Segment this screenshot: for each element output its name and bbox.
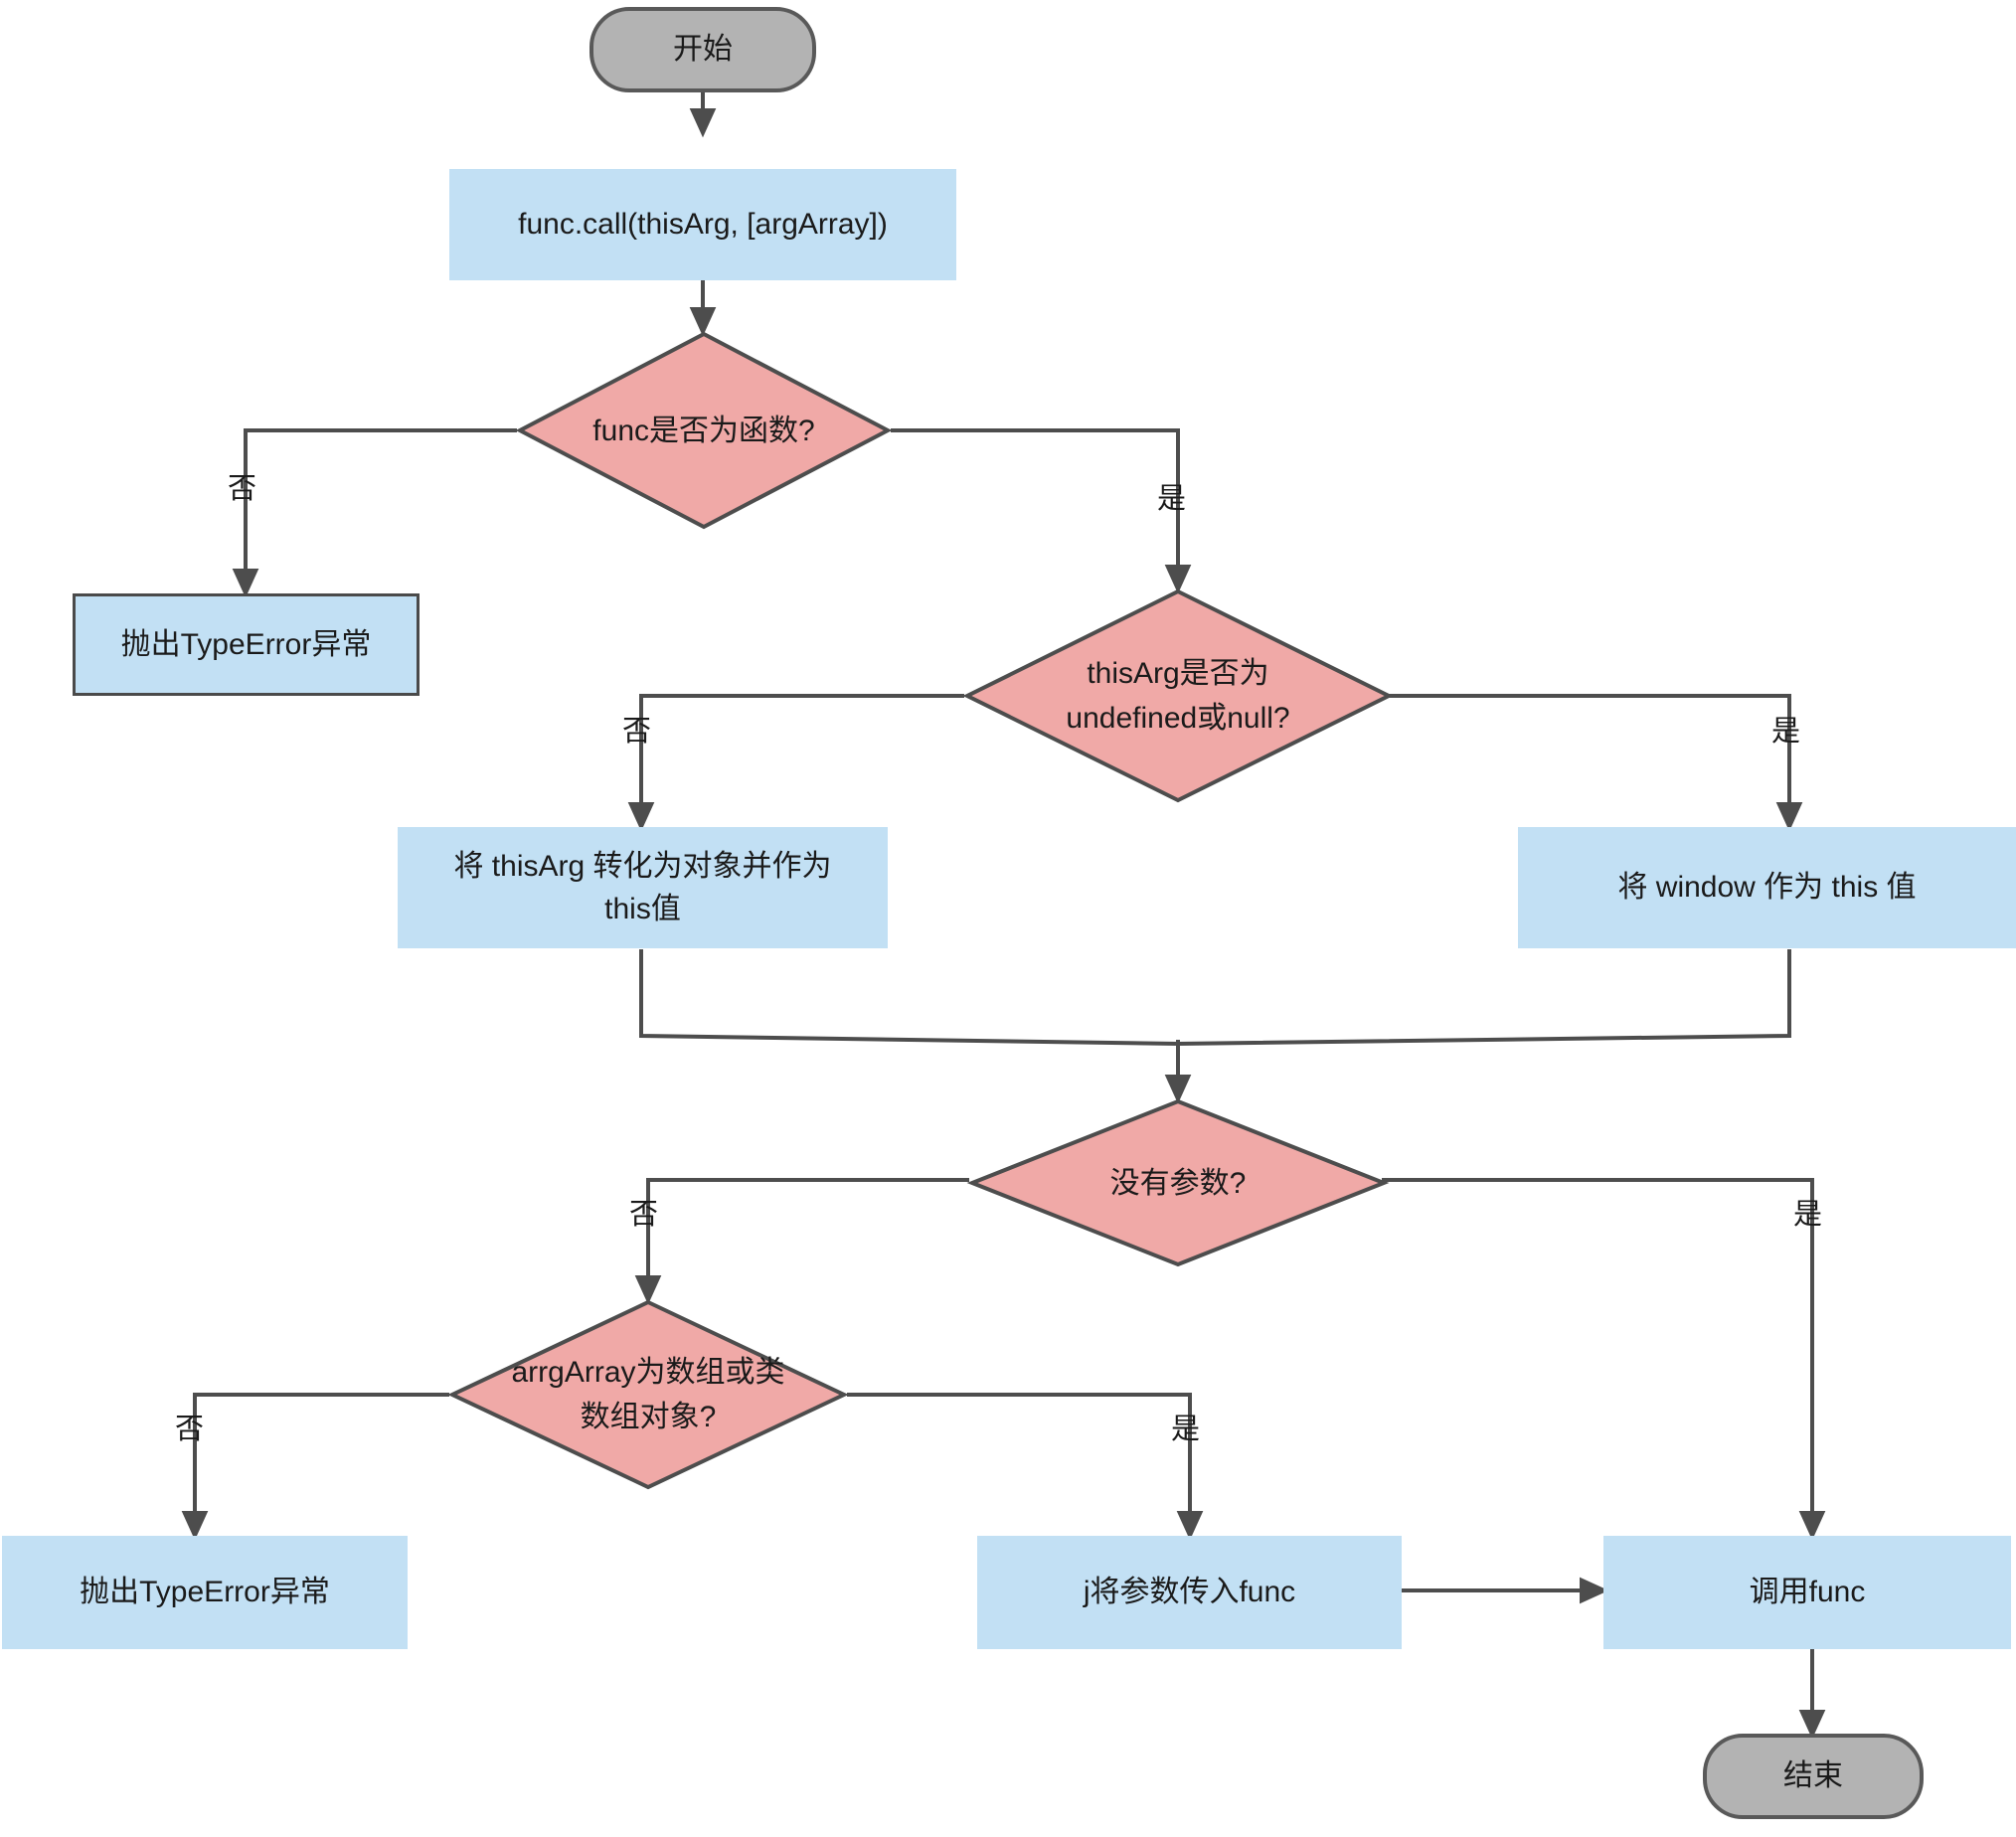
node-isnull-label: thisArg是否为 undefined或null? (1066, 657, 1290, 735)
node-typeerror1-label: 抛出TypeError异常 (120, 627, 372, 661)
edge-label-isnull-no: 否 (622, 716, 652, 748)
node-noargs[interactable]: 没有参数? (966, 1098, 1390, 1267)
edge-label-noargs-yes: 是 (1793, 1199, 1823, 1231)
node-usewindow[interactable]: 将 window 作为 this 值 (1518, 827, 2016, 948)
edge-isarraylike-yes (847, 1393, 1204, 1541)
node-noargs-label: 没有参数? (1109, 1166, 1247, 1200)
edge-label-isarraylike-no: 否 (175, 1414, 205, 1445)
node-invokefunc-label: 调用func (1749, 1576, 1866, 1609)
node-toobject-label: 将 thisArg 转化为对象并作为 this值 (453, 849, 832, 926)
node-typeerror2[interactable]: 抛出TypeError异常 (2, 1536, 408, 1649)
edge-label-noargs-no: 否 (629, 1199, 659, 1231)
node-passargs-label: j将参数传入func (1083, 1576, 1296, 1609)
node-toobject[interactable]: 将 thisArg 转化为对象并作为 this值 (398, 827, 888, 948)
node-funccall[interactable]: func.call(thisArg, [argArray]) (449, 169, 956, 280)
edge-label-isarraylike-yes: 是 (1171, 1414, 1201, 1445)
edge-label-isnull-yes: 是 (1771, 716, 1801, 748)
node-isarraylike-label: arrgArray为数组或类 数组对象? (511, 1356, 785, 1433)
isfunc-diamond-shape (515, 331, 893, 530)
edge-label-isfunc-yes: 是 (1157, 483, 1187, 515)
node-isarraylike[interactable]: arrgArray为数组或类 数组对象? (447, 1299, 849, 1490)
node-passargs[interactable]: j将参数传入func (977, 1536, 1402, 1649)
edge-isfunc-no (232, 428, 517, 598)
node-isnull[interactable]: thisArg是否为 undefined或null? (962, 588, 1394, 803)
edge-isnull-yes (1377, 694, 1803, 832)
edge-isfunc-yes (891, 428, 1192, 594)
node-isfunc[interactable]: func是否为函数? (515, 331, 893, 530)
node-typeerror1[interactable]: 抛出TypeError异常 (73, 593, 420, 696)
isarraylike-diamond-shape (447, 1299, 849, 1490)
node-typeerror2-label: 抛出TypeError异常 (80, 1576, 330, 1609)
edge-noargs-no (634, 1178, 969, 1305)
isnull-diamond-shape (962, 588, 1394, 803)
node-usewindow-label: 将 window 作为 this 值 (1617, 871, 1917, 905)
edge-noargs-yes (1382, 1178, 1826, 1541)
node-end[interactable]: 结束 (1703, 1734, 1924, 1819)
edge-isnull-no (627, 694, 964, 832)
noargs-diamond-shape (966, 1098, 1390, 1267)
edge-isarraylike-no (181, 1393, 449, 1541)
node-invokefunc[interactable]: 调用func (1603, 1536, 2011, 1649)
node-start[interactable]: 开始 (589, 7, 816, 92)
edge-usewindow-merge (1177, 949, 1791, 1046)
node-isfunc-label: func是否为函数? (592, 414, 815, 447)
node-start-label: 开始 (673, 33, 733, 67)
edge-toobject-merge (639, 949, 1179, 1046)
edge-label-isfunc-no: 否 (228, 473, 257, 505)
node-end-label: 结束 (1783, 1759, 1843, 1793)
node-funccall-label: func.call(thisArg, [argArray]) (518, 208, 888, 242)
